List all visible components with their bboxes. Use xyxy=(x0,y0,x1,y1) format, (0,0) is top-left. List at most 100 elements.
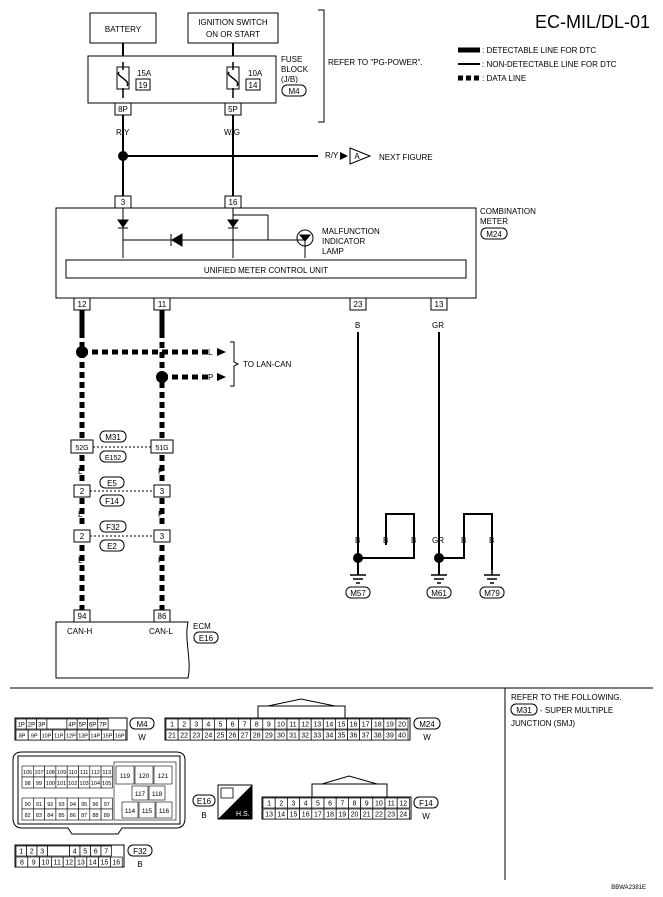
connector-pin-label: 13 xyxy=(313,722,321,729)
next-figure-label: NEXT FIGURE xyxy=(379,153,433,162)
connector-pin-label: 15P xyxy=(103,734,113,740)
svg-text:8P: 8P xyxy=(118,105,128,114)
connector-pin-label: 10P xyxy=(42,734,52,740)
svg-text:INDICATOR: INDICATOR xyxy=(322,237,365,246)
svg-text:F14: F14 xyxy=(419,799,433,808)
connector-pin-label: 14 xyxy=(325,722,333,729)
connector-pin-label: 39 xyxy=(386,733,394,740)
connector-pin-label: 17 xyxy=(314,812,322,819)
ignition-label-line1: IGNITION SWITCH xyxy=(198,18,268,27)
connector-pin-label: 38 xyxy=(374,733,382,740)
connector-pin-label: 24 xyxy=(204,733,212,740)
connector-pin-label: 19 xyxy=(386,722,394,729)
refer-pg-power: REFER TO "PG-POWER". xyxy=(328,58,423,67)
svg-text:13: 13 xyxy=(435,300,444,309)
connector-pin-label: 32 xyxy=(301,733,309,740)
svg-text:M24: M24 xyxy=(486,230,502,239)
connector-pin-label: 100 xyxy=(46,781,55,787)
svg-text:3: 3 xyxy=(121,198,126,207)
svg-text:P: P xyxy=(158,467,163,476)
connector-pin-label: 112 xyxy=(91,770,100,776)
svg-text:M31: M31 xyxy=(516,706,532,715)
fuse-2: 10A 14 xyxy=(226,62,263,98)
connector-pin-label: 25 xyxy=(217,733,225,740)
svg-text:B: B xyxy=(137,860,142,869)
connector-pin-cell xyxy=(121,801,139,819)
svg-text:MALFUNCTION: MALFUNCTION xyxy=(322,227,380,236)
svg-text:METER: METER xyxy=(480,217,508,226)
connector-pin-label: 5 xyxy=(83,849,87,856)
connector-pin-label: 5 xyxy=(218,722,222,729)
connector-pin-label: 4 xyxy=(73,849,77,856)
connector-pin-label: 22 xyxy=(375,812,383,819)
connector-pin-label: 2 xyxy=(182,722,186,729)
connector-pin-label: 104 xyxy=(91,781,100,787)
connector-pin-label: 93 xyxy=(58,802,64,808)
ignition-switch-box xyxy=(187,12,279,44)
connector-pin-label: 15 xyxy=(338,722,346,729)
legend: : DETECTABLE LINE FOR DTC : NON-DETECTAB… xyxy=(458,46,617,83)
svg-text:REFER TO THE FOLLOWING.: REFER TO THE FOLLOWING. xyxy=(511,693,622,702)
svg-text:L: L xyxy=(208,348,213,357)
svg-text:- SUPER MULTIPLE: - SUPER MULTIPLE xyxy=(540,706,613,715)
hs-icon: H.S. xyxy=(217,784,253,820)
connector-pin-label: 21 xyxy=(363,812,371,819)
connector-pin-label: 106 xyxy=(23,770,32,776)
svg-text:(J/B): (J/B) xyxy=(281,75,298,84)
connector-pin-cell xyxy=(395,729,409,741)
connector-pin-label: 2 xyxy=(30,849,34,856)
svg-text:M24: M24 xyxy=(419,720,435,729)
svg-text:UNIFIED METER CONTROL UNIT: UNIFIED METER CONTROL UNIT xyxy=(204,266,328,275)
connector-pin-label: 18 xyxy=(326,812,334,819)
svg-text:B: B xyxy=(355,321,360,330)
connector-pin-label: 13P xyxy=(78,734,88,740)
svg-text:M31: M31 xyxy=(105,433,121,442)
connector-pin-cell xyxy=(134,765,154,785)
connector-pin-label: 15 xyxy=(290,812,298,819)
connector-pin-label: 102 xyxy=(68,781,77,787)
fuse-block xyxy=(87,55,277,104)
connector-pin-label: 2P xyxy=(28,723,35,729)
connector-pin-label: 40 xyxy=(398,733,406,740)
connector-pin-label: 28 xyxy=(253,733,261,740)
connector-pin-label: 8 xyxy=(255,722,259,729)
connector-pin-label: 6 xyxy=(328,801,332,808)
svg-text:CAN-L: CAN-L xyxy=(149,627,174,636)
connector-pin-label: 11P xyxy=(54,734,64,740)
connector-pin-label: 5P xyxy=(79,723,86,729)
svg-text:B: B xyxy=(411,536,416,545)
svg-text:F32: F32 xyxy=(106,523,120,532)
svg-text:GR: GR xyxy=(432,536,444,545)
connector-pin-label: 12 xyxy=(301,722,309,729)
connector-pin-label: 23 xyxy=(192,733,200,740)
svg-text:5P: 5P xyxy=(228,105,238,114)
svg-text:2: 2 xyxy=(80,532,85,541)
connector-pin-label: 8 xyxy=(20,860,24,867)
connector-pin-label: 2 xyxy=(279,801,283,808)
svg-text:15A: 15A xyxy=(137,69,152,78)
to-lan-can-label: TO LAN-CAN xyxy=(243,360,292,369)
connector-pin-cell xyxy=(115,765,135,785)
connector-pin-label: 8 xyxy=(353,801,357,808)
svg-text:E16: E16 xyxy=(199,634,214,643)
svg-text:14: 14 xyxy=(249,81,258,90)
connector-pin-label: 6P xyxy=(89,723,96,729)
connector-pin-label: 120 xyxy=(139,773,150,780)
connector-pin-label: 13 xyxy=(265,812,273,819)
connector-pin-label: 83 xyxy=(36,813,42,819)
connector-pin-cell xyxy=(97,718,109,730)
connector-pin-label: 116 xyxy=(159,808,170,815)
connector-pin-label: 6 xyxy=(94,849,98,856)
connector-pin-label: 96 xyxy=(92,802,98,808)
connector-pin-label: 6 xyxy=(231,722,235,729)
connector-pin-label: 7 xyxy=(340,801,344,808)
connector-pin-label: 10 xyxy=(277,722,285,729)
svg-text:FUSE: FUSE xyxy=(281,55,302,64)
svg-text:B: B xyxy=(461,536,466,545)
connector-pin-label: 11 xyxy=(54,860,61,867)
connector-pin-label: 90 xyxy=(25,802,31,808)
connector-pin-label: 109 xyxy=(57,770,66,776)
